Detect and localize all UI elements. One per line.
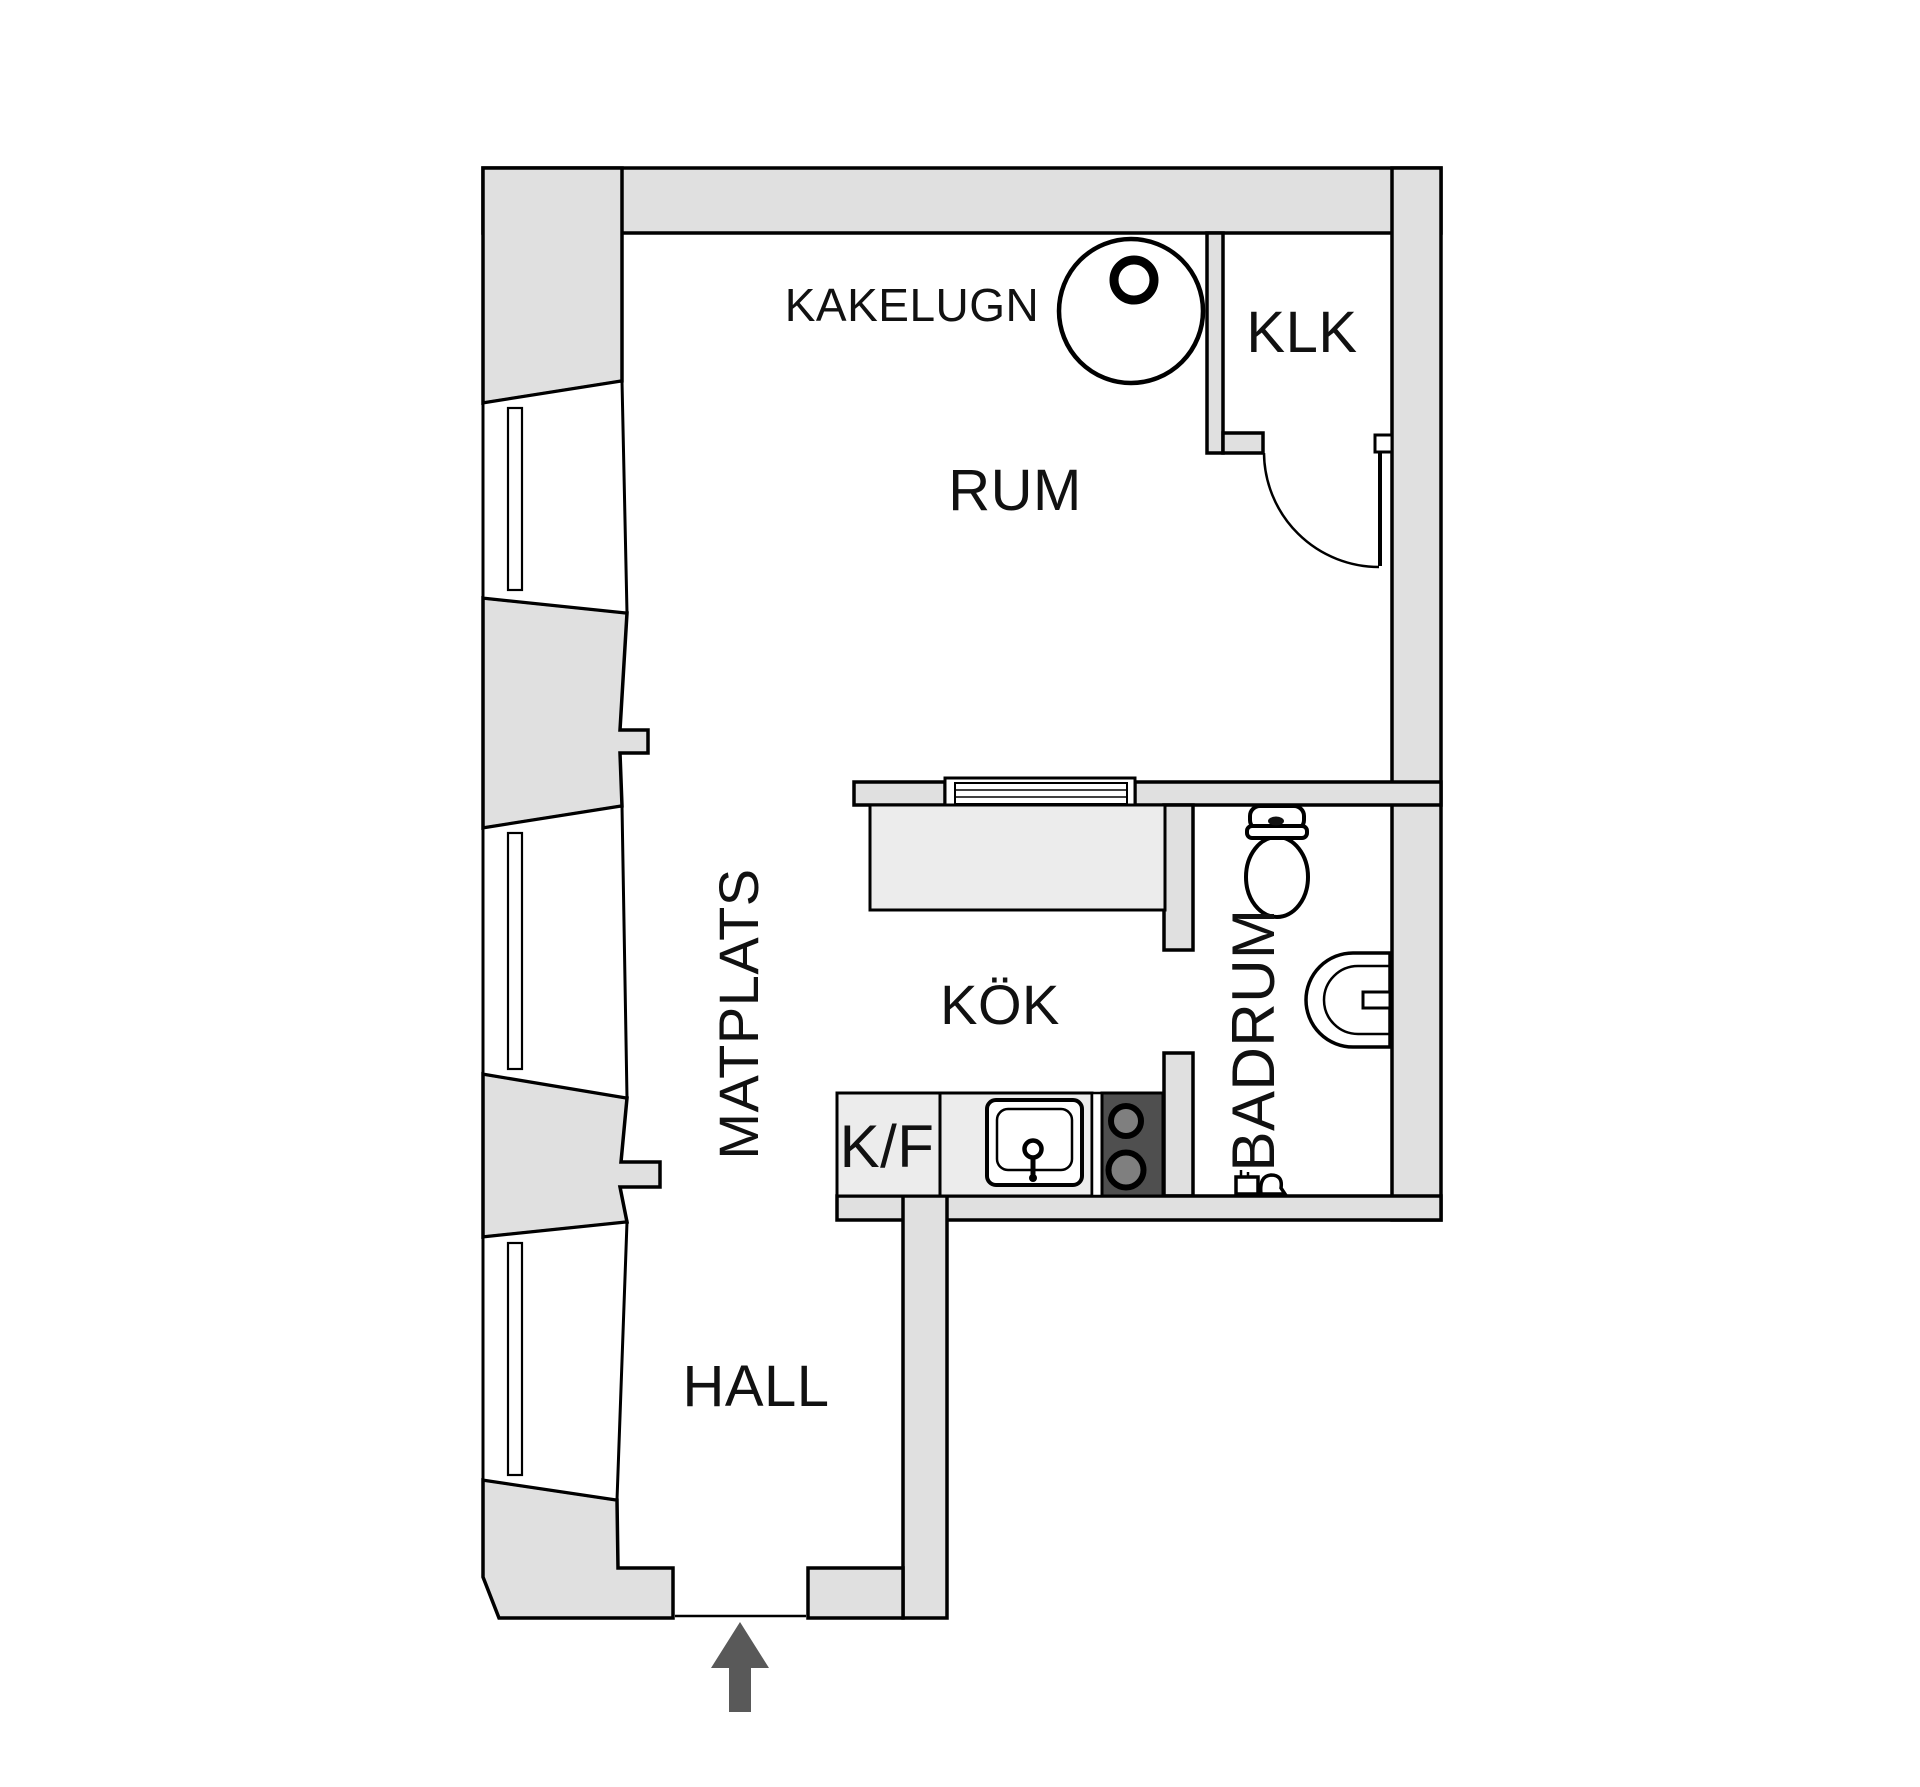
walls bbox=[481, 166, 1443, 1620]
bathroom-fixtures bbox=[1234, 804, 1392, 1196]
klk-south-wall bbox=[1221, 431, 1265, 455]
west-wall-bottom-block bbox=[481, 1477, 675, 1620]
kitchen-sink-icon bbox=[985, 1098, 1084, 1187]
burner-icon bbox=[1105, 1149, 1147, 1191]
washbasin-icon bbox=[1304, 951, 1392, 1049]
label-klk: KLK bbox=[1246, 300, 1357, 365]
label-badrum: BADRUM bbox=[1220, 908, 1287, 1171]
window-bay-2 bbox=[481, 804, 629, 1100]
window-bay-3 bbox=[481, 1220, 629, 1502]
kitchen-fixtures bbox=[835, 803, 1167, 1198]
entrance-arrow-icon bbox=[711, 1622, 769, 1712]
toilet-icon bbox=[1244, 804, 1310, 919]
room-labels: KAKELUGN RUM KLK MATPLATS KÖK K/F BADRUM… bbox=[682, 279, 1357, 1419]
label-matplats: MATPLATS bbox=[707, 868, 770, 1159]
label-hall: HALL bbox=[682, 1354, 829, 1419]
klk-west-wall bbox=[1205, 231, 1225, 455]
rum-south-wall-right bbox=[1133, 780, 1443, 807]
shower-mixer-icon bbox=[1234, 1170, 1289, 1196]
hall-east-wall bbox=[901, 1194, 949, 1620]
door-jamb bbox=[1373, 433, 1394, 454]
klk-door bbox=[1262, 433, 1394, 569]
window-icon bbox=[506, 1241, 524, 1477]
west-wall-pier-2 bbox=[481, 1071, 662, 1239]
fridge-freezer-cabinet bbox=[835, 1091, 942, 1198]
entry-east-block bbox=[806, 1566, 905, 1620]
rum-south-wall-left bbox=[852, 780, 947, 807]
window-icon bbox=[506, 406, 524, 592]
badrum-west-wall-lower bbox=[1162, 1051, 1195, 1198]
north-wall bbox=[481, 166, 1443, 235]
label-rum: RUM bbox=[948, 458, 1082, 523]
label-kf: K/F bbox=[840, 1113, 935, 1180]
windows bbox=[481, 379, 629, 1502]
west-wall-top-block bbox=[481, 166, 624, 406]
door-swing-icon bbox=[1262, 452, 1380, 569]
label-kok: KÖK bbox=[940, 973, 1060, 1036]
badrum-west-wall-upper bbox=[1162, 803, 1195, 952]
west-wall-pier-1 bbox=[481, 596, 650, 831]
burner-icon bbox=[1108, 1103, 1144, 1139]
label-kakelugn: KAKELUGN bbox=[785, 279, 1040, 331]
window-bay-1 bbox=[481, 379, 629, 615]
upper-counter bbox=[868, 803, 1167, 912]
east-wall bbox=[1390, 166, 1443, 1222]
tiled-stove-icon bbox=[1056, 236, 1206, 386]
window-icon bbox=[506, 831, 524, 1071]
